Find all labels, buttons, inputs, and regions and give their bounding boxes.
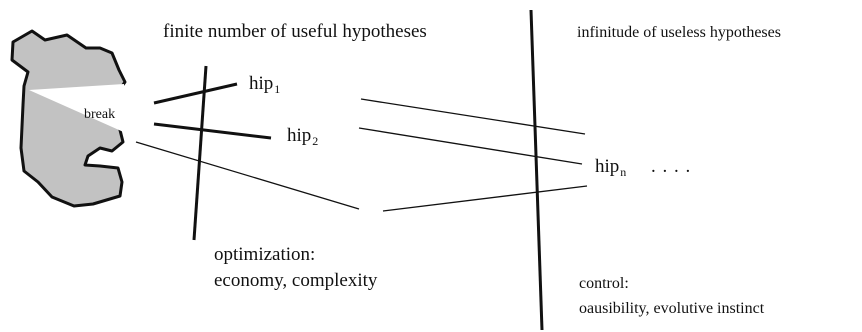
- optimization-detail: economy, complexity: [214, 270, 378, 291]
- hip-1-base: hip: [249, 73, 274, 94]
- useful-hypotheses-heading: finite number of useful hypotheses: [163, 21, 427, 42]
- hip-n-sub: n: [620, 165, 627, 179]
- control-axis-line: [529, 9, 544, 331]
- fragment-break-crack: [29, 84, 128, 134]
- hip-1-label: hip1: [249, 74, 280, 95]
- hip-2-base: hip: [287, 125, 312, 146]
- hip-2-sub: 2: [312, 134, 319, 148]
- hip-1-sub: 1: [274, 82, 281, 96]
- optimization-title: optimization:: [214, 244, 316, 265]
- useless-line-lower: [382, 185, 588, 212]
- hip1-connector: [153, 82, 238, 105]
- break-label: break: [84, 107, 116, 122]
- optimization-axis-line: [192, 65, 208, 241]
- hip-n-label: hipn: [595, 157, 626, 178]
- useless-hypotheses-heading: infinitude of useless hypotheses: [577, 24, 781, 41]
- control-detail: oausibility, evolutive instinct: [579, 300, 765, 317]
- hip-2-label: hip2: [287, 126, 318, 147]
- hip-n-base: hip: [595, 156, 620, 177]
- useless-line-upper: [360, 98, 586, 135]
- optimization-note: optimization: economy, complexity: [214, 242, 377, 294]
- fragment-long-line: [135, 141, 360, 210]
- control-note: control: oausibility, evolutive instinct: [579, 271, 764, 321]
- broken-fragment-shape: [10, 29, 127, 208]
- ellipsis: . . . .: [651, 156, 692, 177]
- useless-line-middle: [358, 127, 583, 165]
- control-title: control:: [579, 275, 629, 292]
- hip2-connector: [153, 122, 272, 140]
